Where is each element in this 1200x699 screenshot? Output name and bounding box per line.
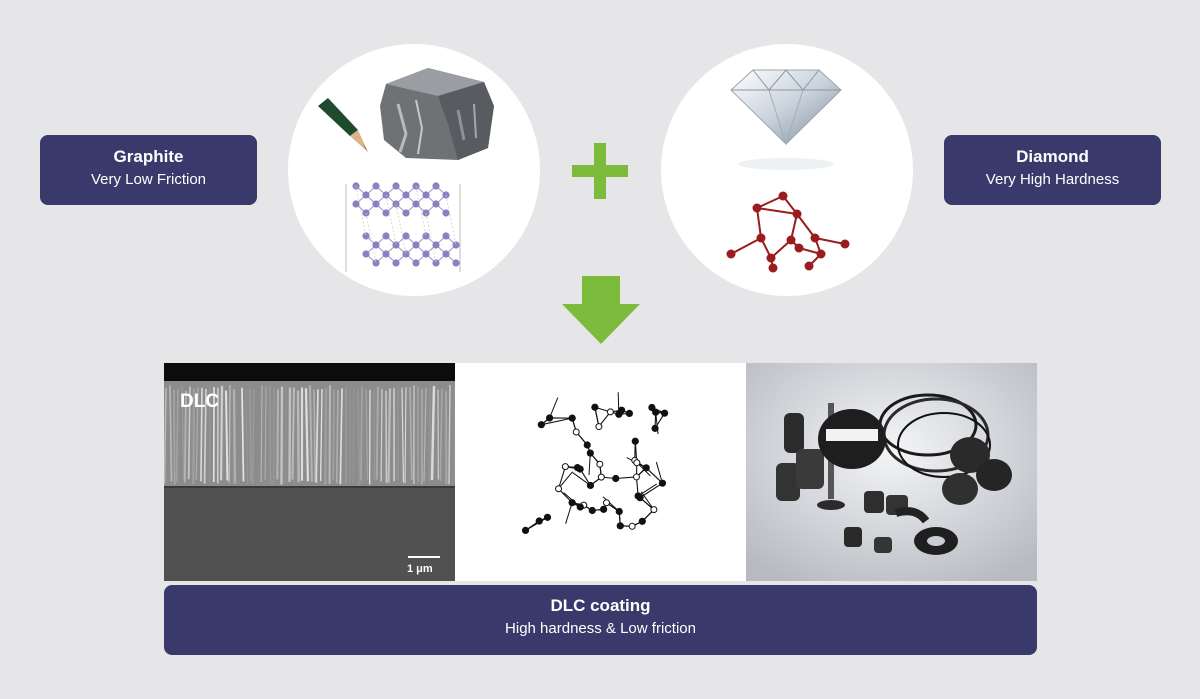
- dlc-title: DLC coating: [550, 596, 651, 615]
- graphite-lattice-icon: [345, 182, 461, 272]
- sem-dlc-label: DLC: [180, 391, 220, 412]
- diamond-subtitle: Very High Hardness: [985, 171, 1120, 188]
- pencil-icon: [318, 98, 368, 152]
- diamond-circle: [661, 44, 913, 296]
- graphite-label-box: Graphite Very Low Friction: [40, 135, 257, 205]
- graphite-rock-icon: [380, 68, 494, 160]
- diamond-lattice-icon: [726, 191, 850, 273]
- plus-icon: [572, 143, 628, 199]
- dlc-coating-label-box: DLC coating High hardness & Low friction: [164, 585, 1037, 655]
- down-arrow-icon: [562, 276, 640, 344]
- sem-cross-section-image: DLC 1 μm: [164, 363, 455, 581]
- amorphous-network-diagram: [455, 363, 746, 581]
- scale-bar-label: 1 μm: [407, 563, 433, 575]
- coated-parts-photo: [746, 363, 1037, 581]
- coated-parts-icon: [776, 393, 1012, 555]
- diamond-label-box: Diamond Very High Hardness: [944, 135, 1161, 205]
- graphite-subtitle: Very Low Friction: [90, 171, 207, 188]
- dlc-subtitle: High hardness & Low friction: [505, 620, 696, 637]
- diamond-title: Diamond: [1016, 147, 1089, 166]
- scale-bar: [408, 556, 440, 558]
- graphite-title: Graphite: [113, 147, 184, 166]
- graphite-circle: [288, 44, 540, 296]
- diamond-gem-icon: [730, 69, 842, 170]
